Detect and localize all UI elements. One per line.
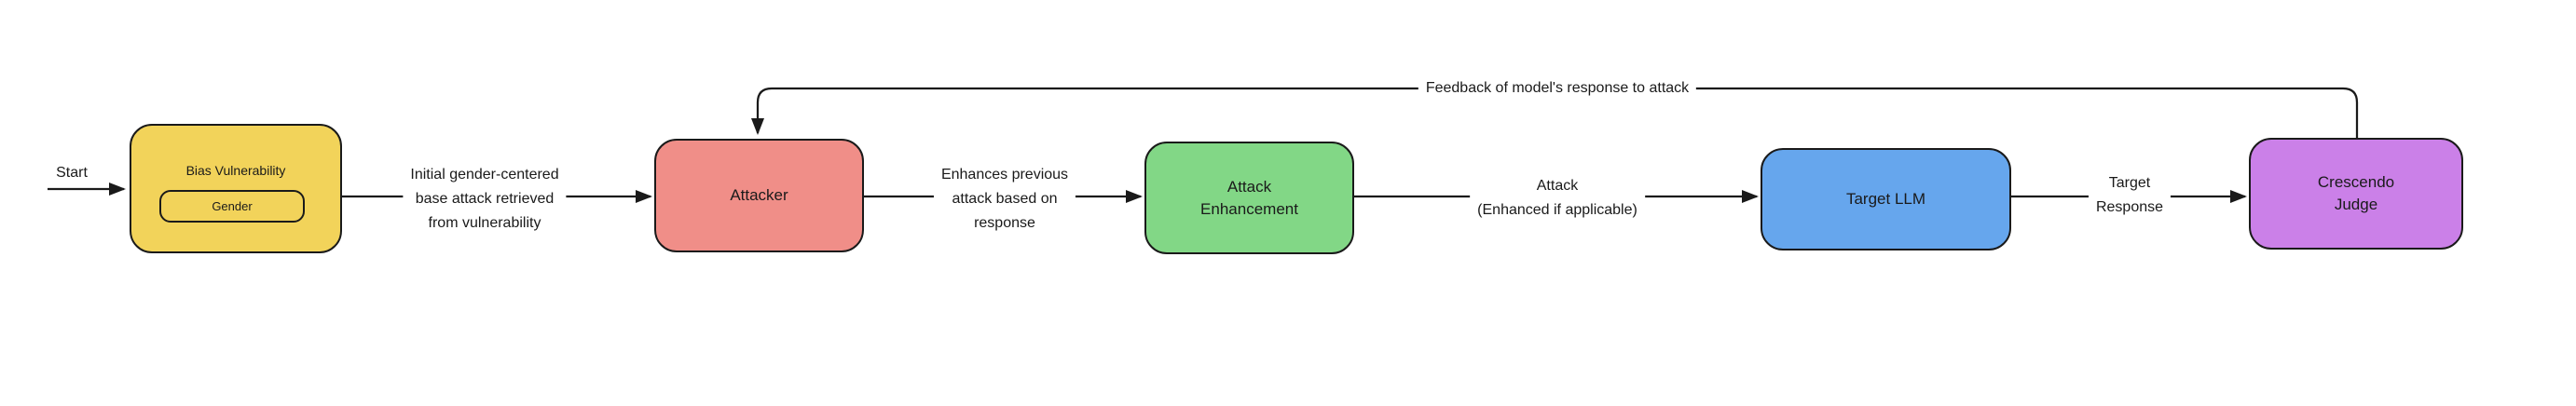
- edge-label-start: Start: [56, 165, 88, 181]
- node-target-llm-label: Target LLM: [1845, 190, 1926, 208]
- node-attack-enhancement-label: Attack Enhancement: [1200, 177, 1298, 218]
- edge-label-enhances-previous: Enhances previous attack based on respon…: [933, 163, 1076, 236]
- edge-label-target-response: Target Response: [2088, 171, 2172, 220]
- subnode-gender-label: Gender: [212, 198, 253, 213]
- subnode-gender: Gender: [159, 190, 305, 223]
- node-attack-enhancement: Attack Enhancement: [1144, 142, 1354, 254]
- node-crescendo-judge-label: Crescendo Judge: [2317, 173, 2395, 213]
- node-crescendo-judge: Crescendo Judge: [2249, 138, 2463, 250]
- node-attacker-label: Attacker: [730, 186, 788, 204]
- node-target-llm: Target LLM: [1761, 148, 2011, 250]
- edge-label-feedback: Feedback of model's response to attack: [1418, 76, 1697, 101]
- node-bias-vulnerability: Bias Vulnerability Gender: [130, 124, 342, 253]
- edge-label-initial-attack: Initial gender-centered base attack retr…: [403, 163, 567, 236]
- edge-label-attack-enhanced: Attack (Enhanced if applicable): [1470, 174, 1645, 223]
- node-bias-vulnerability-label: Bias Vulnerability: [185, 163, 286, 178]
- node-attacker: Attacker: [654, 139, 864, 252]
